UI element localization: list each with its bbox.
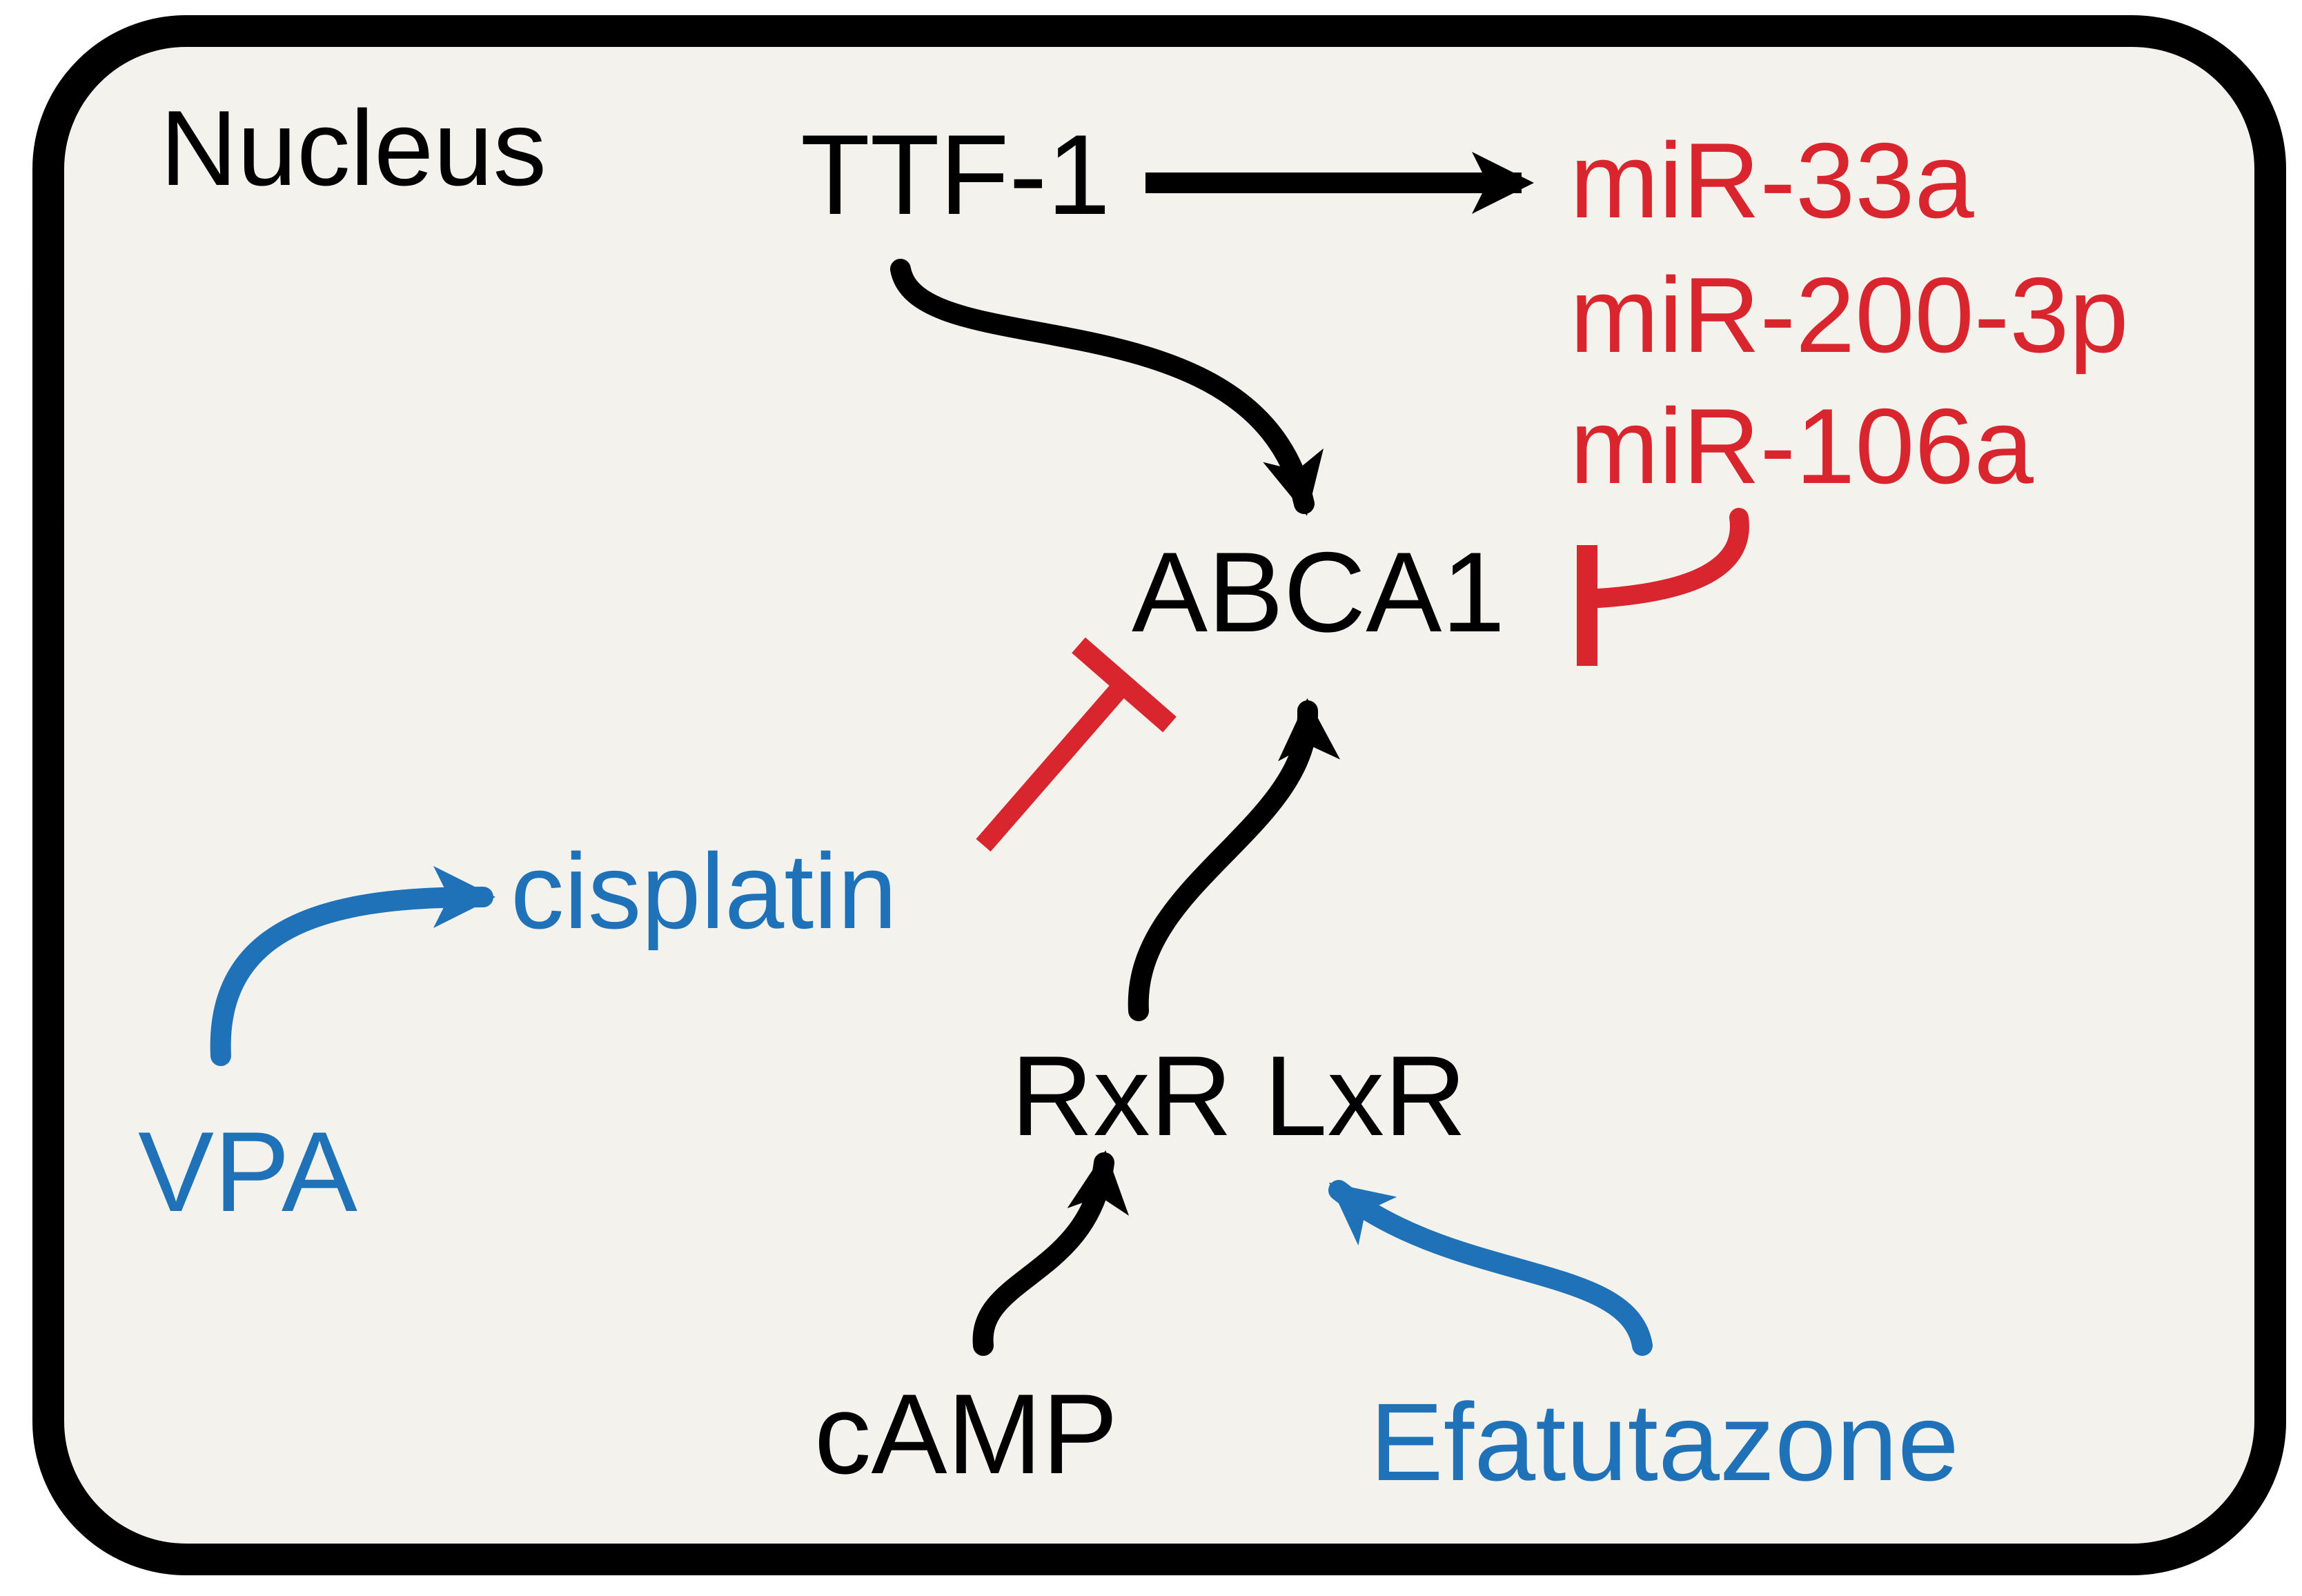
node-ttf1: TTF-1 — [800, 111, 1110, 238]
node-vpa: VPA — [138, 1108, 357, 1235]
node-mirna-3: miR-106a — [1570, 386, 2034, 506]
nucleus-boundary — [32, 15, 2286, 1575]
inhibition-mirnas-to-abca1 — [1577, 508, 1749, 666]
node-mirna-2: miR-200-3p — [1570, 255, 2129, 375]
node-cisplatin: cisplatin — [511, 831, 897, 951]
nucleus-label: Nucleus — [160, 88, 547, 208]
node-rxr-lxr: RxR LxR — [1011, 1032, 1466, 1159]
node-camp: cAMP — [814, 1370, 1118, 1497]
inhibition-cisplatin-to-abca1 — [976, 637, 1177, 852]
node-mirna-1: miR-33a — [1570, 121, 1975, 240]
arrow-efatutazone-to-rxrlxr — [1328, 1180, 1653, 1356]
node-abca1: ABCA1 — [1132, 529, 1505, 656]
arrow-ttf1-to-abca1 — [890, 259, 1324, 516]
node-efatutazone: Efatutazone — [1370, 1380, 1959, 1504]
arrow-camp-to-rxrlxr — [972, 1150, 1129, 1356]
arrow-vpa-to-cisplatin — [210, 866, 495, 1066]
arrow-rxrlxr-to-abca1 — [1128, 698, 1340, 1021]
